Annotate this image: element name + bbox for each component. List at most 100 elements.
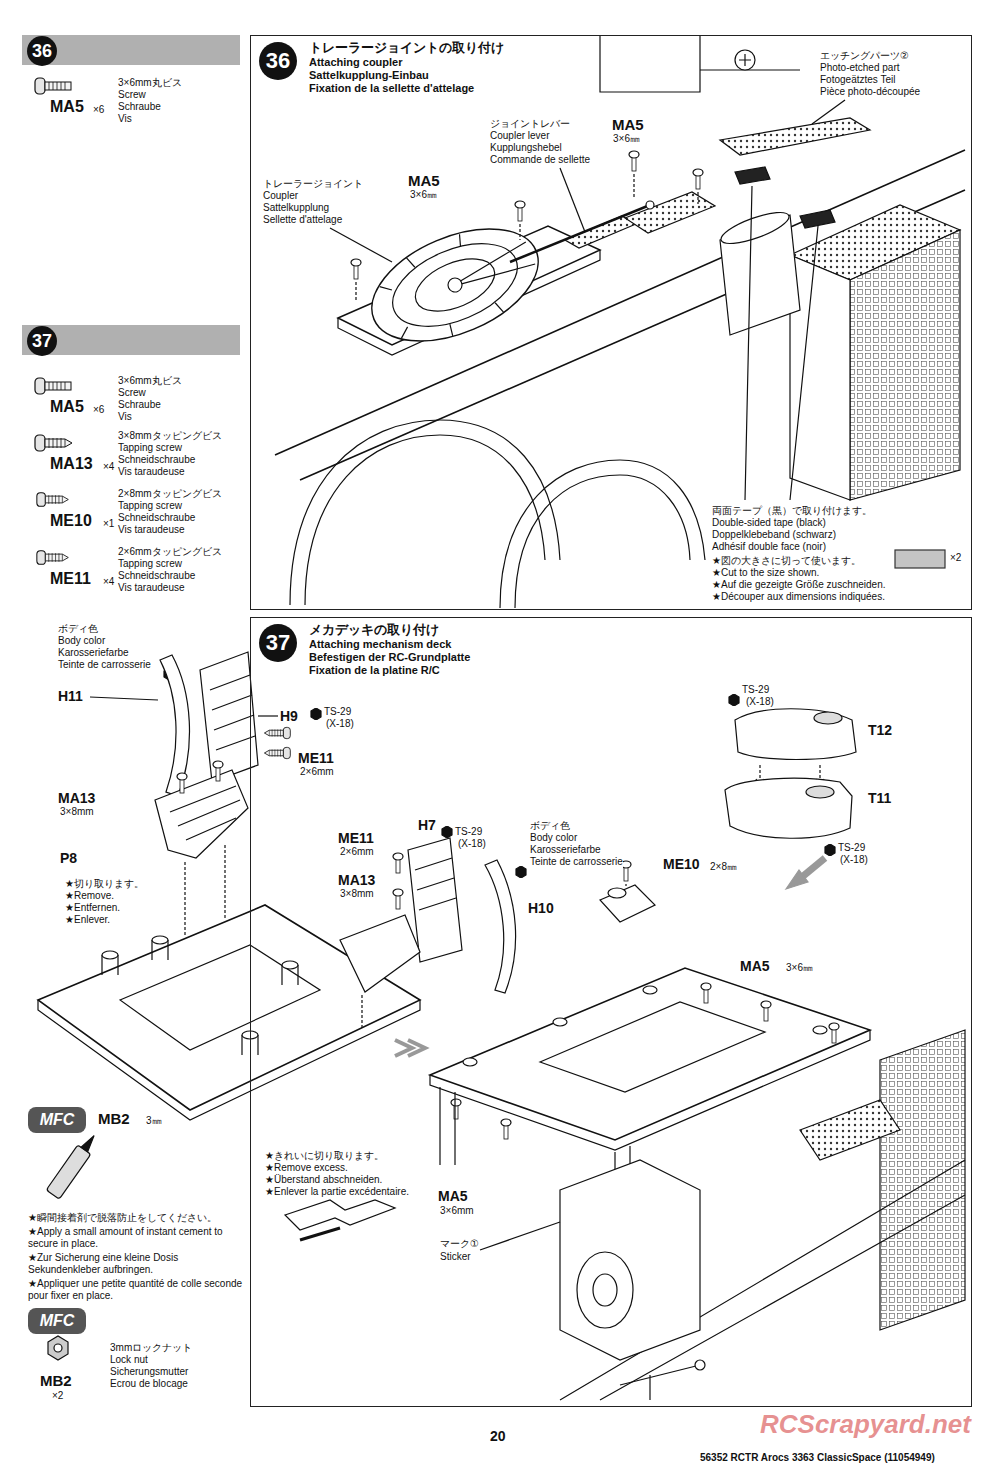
part-code: H9 [280,708,298,724]
note-text: ×1 [103,518,114,530]
note-text: Adhésif double face (noir) [712,541,826,553]
note-text: Sicherungsmutter [110,1366,188,1378]
watermark: RCScrapyard.net [760,1410,971,1440]
part-code: MA5 [50,98,84,116]
part-code: MA5 [740,958,770,974]
note-text: Coupler lever [490,130,549,142]
footer-code: 56352 RCTR Arocs 3363 ClassicSpace (1105… [700,1452,935,1464]
part-code: ME10 [50,512,92,530]
note-text: 3×8mm [340,888,374,900]
part-code: ME11 [338,830,374,846]
note-text: Fotogeätztes Teil [820,74,895,86]
note-text: ×6 [93,104,104,116]
note-text: Body color [530,832,577,844]
note-text: Vis [118,411,132,423]
note-text: Coupler [263,190,298,202]
note-text: Screw [118,387,146,399]
note-text: ★Enlever la partie excédentaire. [265,1186,409,1198]
part-code: MA13 [50,455,93,473]
part-code: ME11 [50,570,91,588]
note-text: Sticker [440,1251,471,1263]
note-text: Ecrou de blocage [110,1378,188,1390]
part-code: ME10 [663,856,700,872]
note-text: Kupplungshebel [490,142,562,154]
part-code: T12 [868,722,892,738]
step-number-text: 36 [266,48,290,74]
note-text: ジョイントレバー [490,118,570,130]
note-text: 3×6mm [440,1205,474,1217]
note-text: ★Appliquer une petite quantité de colle … [28,1278,243,1301]
note-text: ★きれいに切り取ります。 [265,1150,384,1162]
note-text: ×4 [103,576,114,588]
part-code: MA13 [58,790,95,806]
note-text: ボディ色 [58,623,98,635]
step-number-text: 37 [266,630,290,656]
step-number-text: 36 [32,41,52,62]
note-text: Schneidschraube [118,454,195,466]
page-number: 20 [490,1428,506,1444]
note-text: TS-29 [324,706,351,718]
note-text: Screw [118,89,146,101]
adhesive-badge: MFC [28,1308,86,1334]
adhesive-badge: MFC [28,1107,86,1133]
note-text: ★Cut to the size shown. [712,567,819,579]
step-number-text: 37 [32,331,52,352]
note-text: ×6 [93,404,104,416]
part-code: MA5 [612,116,644,133]
coupler-step-drawing [275,36,965,608]
step-panel: メカデッキの取り付けAttaching mechanism deckBefest… [250,617,972,1407]
note-text: エッチングパーツ② [820,50,909,62]
note-text: 3×8mm [60,806,94,818]
note-text: 3×6㎜ [410,189,437,201]
note-text: Vis taraudeuse [118,524,185,536]
badge-text: MFC [40,1111,75,1129]
note-text: 3mmロックナット [110,1342,192,1354]
note-text: Schraube [118,101,161,113]
mechanism-deck-drawing [430,709,965,1400]
part-code: ME11 [298,750,334,766]
note-text: Double-sided tape (black) [712,517,826,529]
step-title: Attaching mechanism deck [309,638,971,651]
part-code: MA13 [338,872,375,888]
step-number: 37 [27,326,57,356]
note-text: 3×6mm丸ビス [118,375,182,387]
note-text: トレーラージョイント [263,178,363,190]
note-text: ★図の大きさに切って使います。 [712,555,861,567]
note-text: Photo-etched part [820,62,900,74]
note-text: 2×8mmタッピングビス [118,488,222,500]
note-text: Tapping screw [118,500,182,512]
note-text: Vis [118,113,132,125]
note-text: TS-29 [838,842,865,854]
step-number: 36 [259,42,297,80]
part-code: MA5 [438,1188,468,1204]
part-code: H7 [418,817,436,833]
part-code: H11 [58,688,83,704]
note-text: Pièce photo-découpée [820,86,920,98]
note-text: ★Entfernen. [65,902,120,914]
part-code: H10 [528,900,554,916]
step-title-ja: メカデッキの取り付け [309,623,971,638]
note-text: (X-18) [326,718,354,730]
note-text: ★Remove. [65,890,114,902]
note-text: Sellette d'attelage [263,214,342,226]
note-text: 2×6mmタッピングビス [118,546,222,558]
note-text: 両面テープ（黒）で取り付けます。 [712,505,872,517]
note-text: Karosseriefarbe [58,647,129,659]
note-text: ×4 [103,461,114,473]
note-text: マーク① [440,1238,479,1250]
note-text: Teinte de carrosserie [530,856,623,868]
badge-text: MFC [40,1312,75,1330]
part-code: MB2 [40,1372,72,1389]
note-text: ボディ色 [530,820,570,832]
note-text: Tapping screw [118,558,182,570]
note-text: 2×8㎜ [710,861,737,873]
note-text: Tapping screw [118,442,182,454]
note-text: ★瞬間接着剤で脱落防止をしてください。 [28,1212,243,1224]
note-text: (X-18) [840,854,868,866]
note-text: Sattelkupplung [263,202,329,214]
note-text: 3×6㎜ [786,962,813,974]
step-number: 37 [259,624,297,662]
note-text: Schneidschraube [118,570,195,582]
step-title: Fixation de la platine R/C [309,664,971,677]
note-text: ×2 [950,552,961,564]
